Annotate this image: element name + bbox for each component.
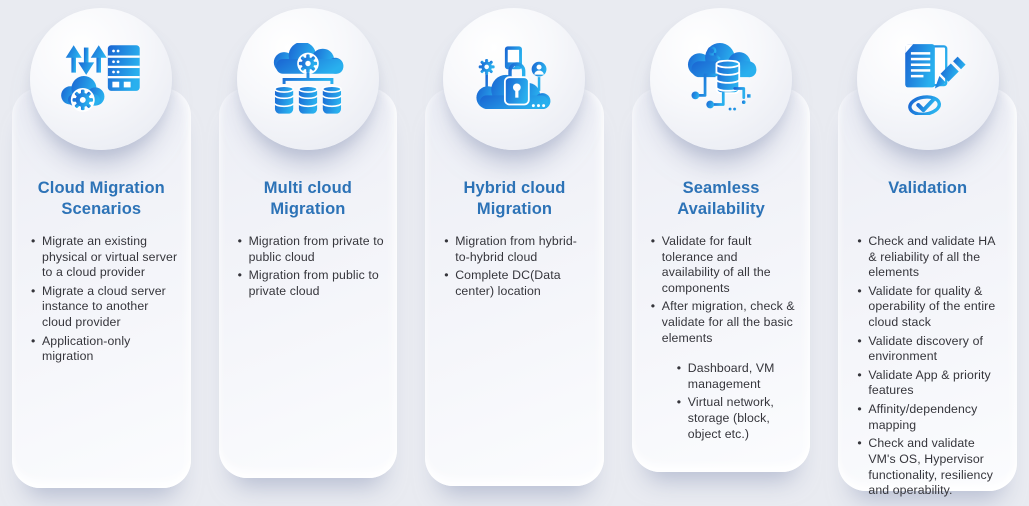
- icon-circle: [30, 8, 173, 150]
- card-body: Cloud Migration Scenarios Migrate an exi…: [12, 88, 191, 488]
- bullet-item: Complete DC(Data center) location: [444, 268, 591, 299]
- card-title: Multi cloud Migration: [263, 179, 352, 219]
- bullet-list: Migration from private to public cloud M…: [232, 234, 385, 299]
- bullet-item: After migration, check & validate for al…: [651, 299, 798, 346]
- card-title: Validation: [888, 179, 968, 197]
- card-body: Seamless Availability Validate for fault…: [631, 88, 811, 472]
- cloud-database-circuit-icon: [688, 42, 757, 111]
- bullet-item: Validate discovery of environment: [857, 334, 1004, 365]
- card-seamless-availability: Seamless Availability Validate for fault…: [631, 8, 811, 498]
- card-body: Multi cloud Migration Migration from pri…: [218, 88, 398, 478]
- bullet-item: Migrate a cloud server instance to anoth…: [31, 284, 178, 331]
- bullet-item: Migration from hybrid-to-hybrid cloud: [444, 234, 591, 265]
- bullet-list: Validate for fault tolerance and availab…: [645, 234, 798, 346]
- bullet-item: Validate App & priority features: [857, 368, 1004, 399]
- bullet-item: Check and validate HA & reliability of a…: [857, 234, 1004, 281]
- sub-bullet-item: Dashboard, VM management: [677, 361, 798, 392]
- servers-arrows-cloud-gear-icon: [61, 44, 141, 112]
- sub-bullet-item: Virtual network, storage (block, object …: [677, 395, 798, 442]
- card-body: Validation Check and validate HA & relia…: [838, 88, 1017, 497]
- card-cloud-migration-scenarios: Cloud Migration Scenarios Migrate an exi…: [12, 8, 191, 498]
- card-body: Hybrid cloud Migration Migration from hy…: [425, 88, 604, 486]
- bullet-item: Validate for fault tolerance and availab…: [651, 234, 798, 296]
- card-title: Seamless Availability: [677, 179, 765, 219]
- bullet-item: Validate for quality & operability of th…: [857, 284, 1004, 331]
- icon-circle: [236, 8, 379, 150]
- bullet-item: Check and validate VM's OS, Hypervisor f…: [857, 436, 1004, 498]
- card-validation: Validation Check and validate HA & relia…: [838, 8, 1017, 498]
- bullet-list: Migration from hybrid-to-hybrid cloud Co…: [438, 234, 591, 299]
- cloud-lock-security-icon: [476, 45, 551, 109]
- bullet-item: Migration from public to private cloud: [238, 268, 385, 299]
- bullet-list: Check and validate HA & reliability of a…: [851, 234, 1004, 499]
- icon-circle: [443, 8, 586, 150]
- icon-circle: [650, 8, 793, 150]
- bullet-item: Migration from private to public cloud: [238, 234, 385, 265]
- card-title: Hybrid cloud Migration: [463, 179, 566, 219]
- bullet-item: Migrate an existing physical or virtual …: [31, 234, 178, 281]
- sub-bullet-list: Dashboard, VM management Virtual network…: [677, 361, 798, 442]
- bullet-item: Application-only migration: [31, 334, 178, 365]
- document-pen-check-icon: [904, 43, 966, 116]
- card-hybrid-cloud-migration: Hybrid cloud Migration Migration from hy…: [425, 8, 604, 498]
- card-multi-cloud-migration: Multi cloud Migration Migration from pri…: [218, 8, 398, 498]
- icon-circle: [856, 8, 999, 150]
- cloud-gear-databases-icon: [273, 42, 344, 114]
- bullet-list: Migrate an existing physical or virtual …: [25, 234, 178, 365]
- card-title: Cloud Migration Scenarios: [37, 179, 165, 219]
- bullet-item: Affinity/dependency mapping: [857, 402, 1004, 433]
